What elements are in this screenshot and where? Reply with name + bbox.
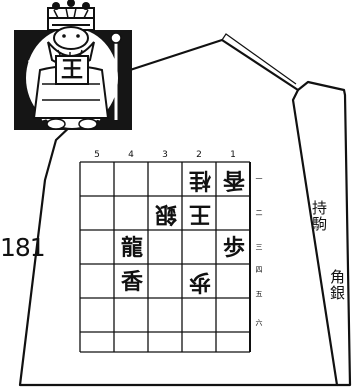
piece-lance-self[interactable]: 香	[120, 269, 143, 295]
king-emblem-char: 王	[60, 57, 83, 83]
row-label-2: 二	[255, 209, 263, 217]
pieces-in-hand: 角銀	[328, 269, 346, 301]
row-label-5: 五	[255, 290, 263, 298]
pieces-in-hand-label: 持駒	[310, 200, 328, 232]
column-label-3: 3	[162, 150, 168, 160]
column-label-5: 5	[94, 150, 100, 160]
row-label-6: 六	[255, 319, 263, 327]
row-label-1: 一	[255, 175, 263, 183]
piece-king-opponent[interactable]: 王	[189, 201, 212, 227]
column-label-1: 1	[230, 150, 236, 160]
piece-knight-opponent[interactable]: 桂	[189, 167, 212, 193]
piece-silver-opponent[interactable]: 銀	[155, 201, 178, 227]
column-label-2: 2	[196, 150, 202, 160]
row-label-3: 三	[255, 243, 263, 251]
piece-lance-opponent[interactable]: 香	[223, 167, 246, 193]
piece-pawn-self[interactable]: 歩	[222, 235, 245, 261]
piece-pawn-opponent[interactable]: 歩	[189, 269, 212, 295]
piece-dragon-self[interactable]: 龍	[120, 235, 143, 261]
column-label-4: 4	[128, 150, 134, 160]
row-label-4: 四	[255, 266, 263, 274]
